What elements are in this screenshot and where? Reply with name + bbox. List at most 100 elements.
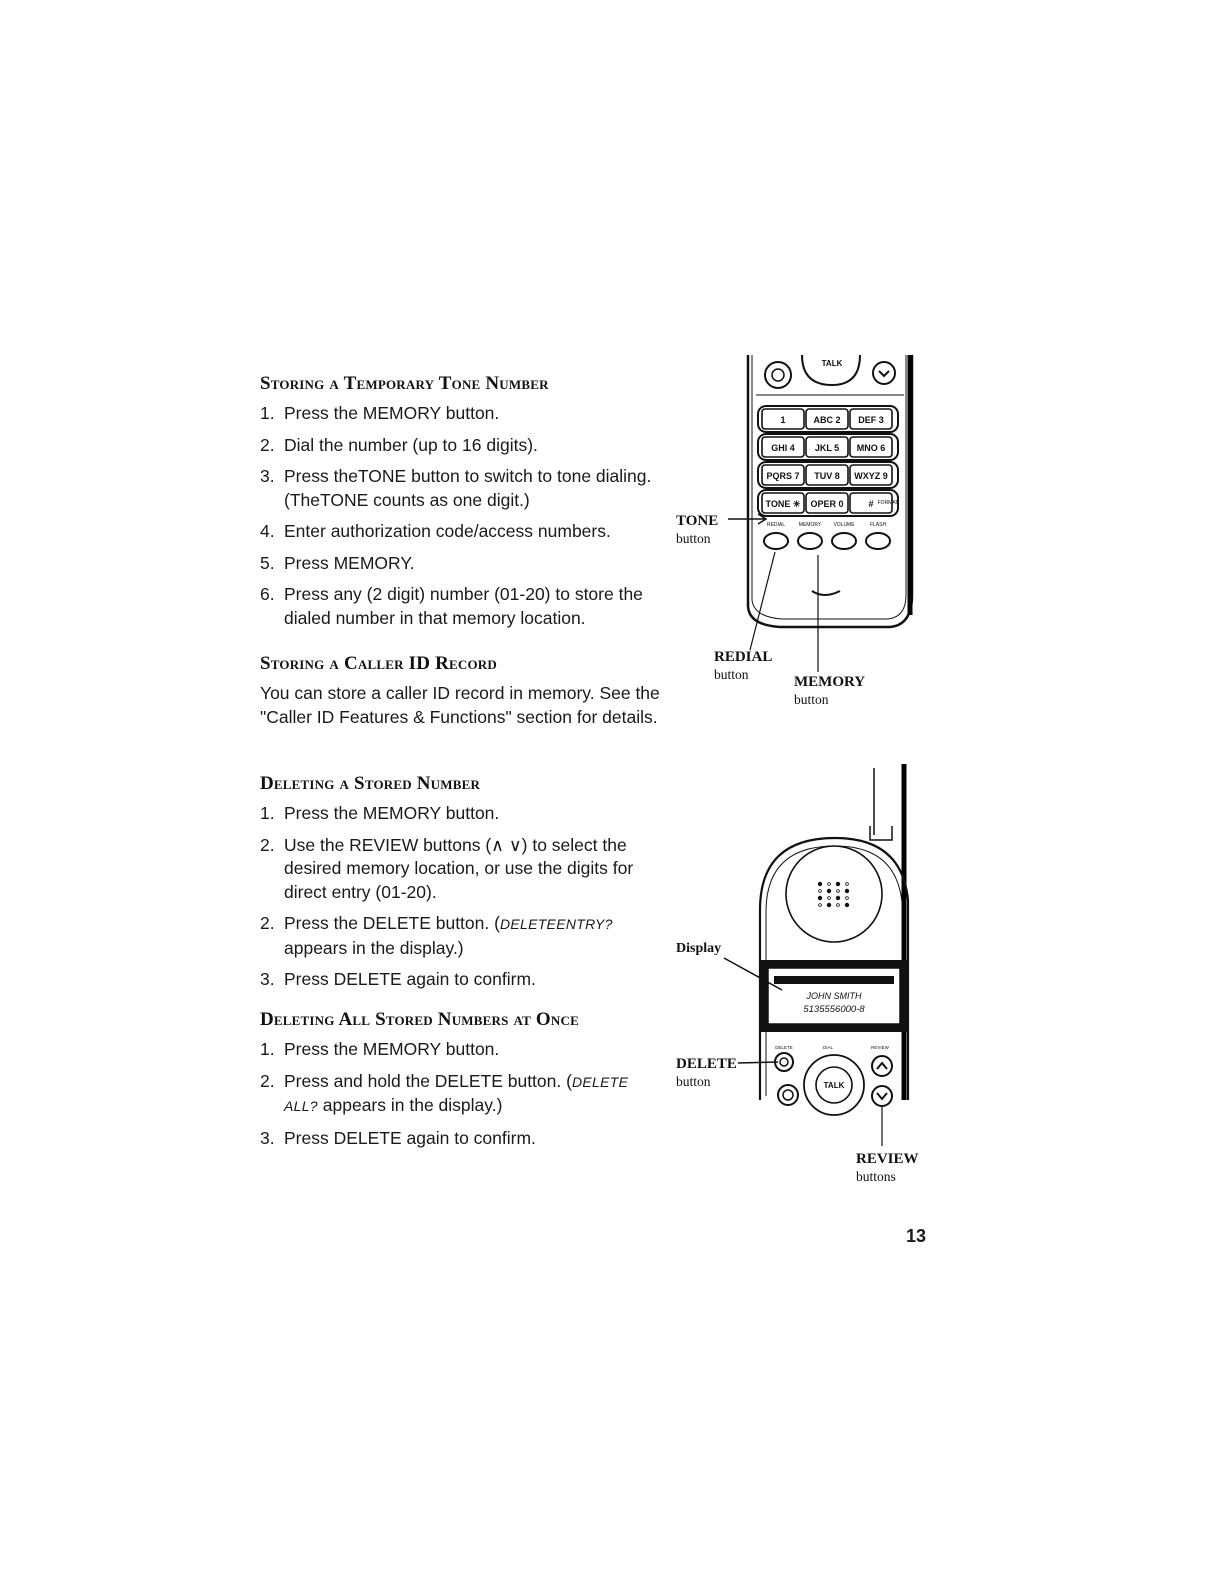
grille-dot <box>835 881 841 887</box>
round-keys <box>763 532 891 550</box>
list-item: 5.Press MEMORY. <box>260 552 415 573</box>
display-callout: Display <box>676 941 722 956</box>
grille-dot <box>827 896 831 900</box>
dial-caption: DIAL <box>823 1045 834 1050</box>
grille-dot <box>826 888 832 894</box>
section-heading: Storing a Caller ID Record <box>260 653 497 674</box>
keypad-key <box>849 464 893 486</box>
tone-button-callout: TONE button <box>676 513 719 546</box>
key-row <box>757 433 899 461</box>
talk-label: TALK <box>822 359 843 368</box>
keypad-key <box>805 492 849 514</box>
grille-dot <box>817 895 823 901</box>
step-list: 1.Press the MEMORY button. 2.Dial the nu… <box>260 402 670 630</box>
keypad-key <box>805 436 849 458</box>
section-deleting-stored-number: Deleting a Stored Number 1.Press the MEM… <box>260 772 670 1000</box>
keypad-key-label: WXYZ 9 <box>854 471 888 481</box>
key-caption: REDIAL <box>767 522 785 528</box>
keypad-key <box>805 464 849 486</box>
key-row <box>757 489 899 517</box>
keypad-key-label: DEF 3 <box>858 415 884 425</box>
keypad-key-label: # <box>868 499 873 509</box>
list-item: 4.Enter authorization code/access number… <box>260 521 611 541</box>
key-row <box>757 461 899 489</box>
keypad-key-label: GHI 4 <box>771 443 795 453</box>
list-item: 1.Press the MEMORY button. <box>260 1039 500 1059</box>
review-buttons-callout: REVIEW buttons <box>856 1151 919 1184</box>
handset-keypad-illustration: 1 ABC 2 DEF 3 GHI 4 JKL 5 MNO 6 PQRS 7 TUV 8 WXY… <box>746 355 914 629</box>
list-item: 2.Press and hold the DELETE button. (DEL… <box>260 1070 629 1116</box>
grille-dot <box>836 889 840 893</box>
grille-dot <box>845 896 849 900</box>
round-key <box>831 532 857 550</box>
grille-dot <box>836 903 840 907</box>
key-row <box>757 405 899 433</box>
key-caption: VOLUME <box>833 522 855 528</box>
keypad-key <box>849 408 893 430</box>
round-key <box>797 532 823 550</box>
grille-dot <box>845 882 849 886</box>
section-deleting-all: Deleting All Stored Numbers at Once 1.Pr… <box>260 1008 640 1158</box>
page-number: 13 <box>906 1226 927 1246</box>
key-caption: MEMORY <box>799 522 822 528</box>
keypad-key-label: 1 <box>780 415 785 425</box>
step-list: 1.Press the MEMORY button. 2.Use the REV… <box>260 802 670 992</box>
display-text: DELETEENTRY? <box>499 916 613 932</box>
section-heading: Storing a Temporary Tone Number <box>260 373 549 394</box>
list-item: 1.Press the MEMORY button. <box>260 403 500 423</box>
handset-display-illustration: JOHN SMITH 5135556000-8 DELETE DIAL REVI… <box>758 764 910 1116</box>
keypad-key <box>761 492 805 514</box>
keypad-key <box>761 436 805 458</box>
keypad-key-label: JKL 5 <box>815 443 839 453</box>
keypad-key-label: TONE ✳ <box>766 499 801 509</box>
section-heading: Deleting a Stored Number <box>260 773 481 794</box>
grille-dot <box>844 902 850 908</box>
grille-dot <box>844 888 850 894</box>
section-paragraph: You can store a caller ID record in memo… <box>260 683 660 727</box>
keypad-key-label: OPER 0 <box>810 499 843 509</box>
keypad-key <box>805 408 849 430</box>
keypad-grid: 1 ABC 2 DEF 3 GHI 4 JKL 5 MNO 6 PQRS 7 TUV 8 WXY… <box>757 405 899 517</box>
list-item: 2.Press the DELETE button. (DELETEENTRY?… <box>260 913 613 958</box>
keypad-key <box>849 436 893 458</box>
list-item: 1.Press the MEMORY button. <box>260 803 500 823</box>
section-heading: Deleting All Stored Numbers at Once <box>260 1009 579 1030</box>
list-item: 2.Dial the number (up to 16 digits). <box>260 434 538 455</box>
delete-button-callout: DELETE button <box>676 1056 737 1089</box>
format-label: FORMAT <box>878 500 899 506</box>
list-item: 3.Press DELETE again to confirm. <box>260 1127 536 1148</box>
screen-name: JOHN SMITH <box>806 991 862 1001</box>
keypad-key-label: TUV 8 <box>814 471 840 481</box>
redial-button-callout: REDIAL button <box>714 649 773 682</box>
grille-dot <box>835 895 841 901</box>
talk-key-label: TALK <box>824 1081 845 1090</box>
delete-caption: DELETE <box>775 1045 793 1050</box>
top-callout-lines <box>728 513 819 672</box>
keypad-key-label: MNO 6 <box>857 443 886 453</box>
section-storing-temporary-tone: Storing a Temporary Tone Number 1.Press … <box>260 372 670 638</box>
list-item: 3.Press DELETE again to confirm. <box>260 969 536 989</box>
review-caption: REVIEW <box>871 1045 890 1050</box>
earpiece-grille <box>817 881 850 908</box>
keypad-key <box>761 408 805 430</box>
screen-number: 5135556000-8 <box>803 1004 865 1015</box>
grille-dot <box>827 882 831 886</box>
list-item: 6.Press any (2 digit) number (01-20) to … <box>260 584 643 628</box>
grille-dot <box>818 903 822 907</box>
memory-button-callout: MEMORY button <box>794 674 866 707</box>
round-key <box>763 532 789 550</box>
keypad-key <box>849 492 893 514</box>
grille-dot <box>817 881 823 887</box>
keypad-key <box>761 464 805 486</box>
grille-dot <box>818 889 822 893</box>
section-storing-caller-id: Storing a Caller ID Record You can store… <box>260 652 670 729</box>
bottom-callout-lines <box>723 957 883 1146</box>
keypad-key-label: PQRS 7 <box>766 471 799 481</box>
list-item: 3.Press theTONE button to switch to tone… <box>260 466 652 510</box>
keypad-key-label: ABC 2 <box>813 415 840 425</box>
step-list: 1.Press the MEMORY button. 2.Press and h… <box>260 1038 640 1150</box>
list-item: 2.Use the REVIEW buttons (∧ ∨) to select… <box>260 834 634 902</box>
display-text: DELETE ALL? <box>284 1073 629 1115</box>
grille-dot <box>826 902 832 908</box>
